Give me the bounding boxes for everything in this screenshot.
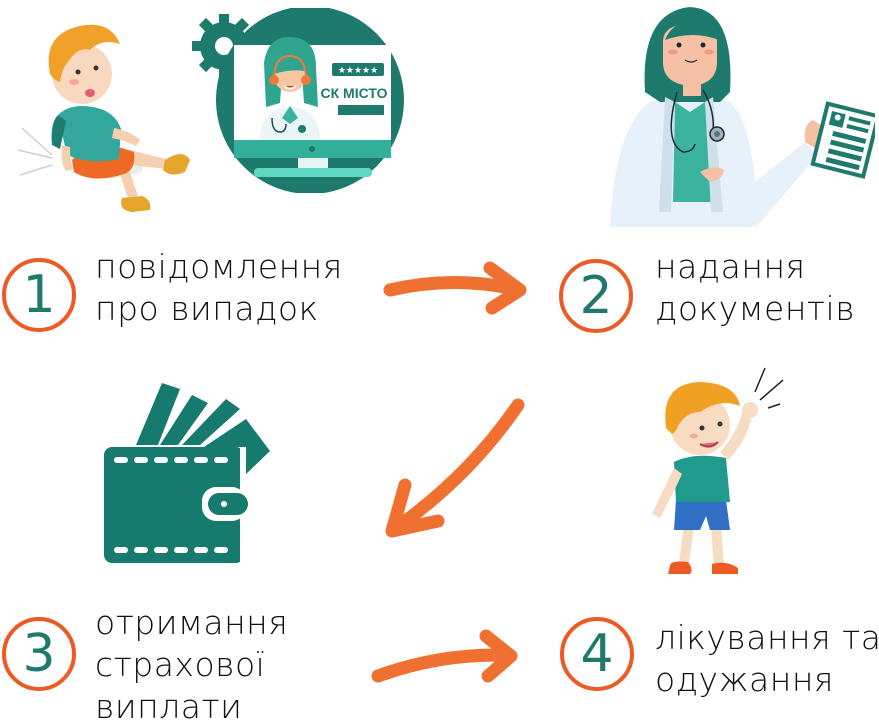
step-4-number: 4 [580, 624, 614, 684]
step-1-number: 1 [22, 265, 56, 325]
wallet-icon [100, 375, 275, 565]
step-1-number-badge: 1 [2, 258, 76, 332]
step-4-number-badge: 4 [560, 617, 634, 691]
arrow-right-icon [380, 258, 530, 318]
step-2-number: 2 [579, 266, 613, 326]
step-3-line-3: виплати [95, 687, 243, 726]
step-1-label: повідомлення про випадок [95, 246, 343, 330]
happy-boy-illustration [640, 360, 790, 580]
step-4-label: лікування та одужання [655, 617, 879, 701]
step-1-line-2: про випадок [95, 289, 319, 328]
step-2-number-badge: 2 [559, 259, 633, 333]
step-3-line-2: страхової [95, 645, 266, 684]
step-4-line-2: одужання [655, 660, 834, 699]
call-center-illustration: ★★★★★ СК МІСТО [192, 8, 412, 193]
arrow-down-left-icon [370, 385, 540, 545]
brand-label: СК МІСТО [321, 85, 388, 101]
arrow-right-icon-2 [368, 628, 520, 690]
falling-boy-illustration [10, 10, 195, 215]
step-2-line-2: документів [655, 289, 856, 328]
step-4-line-1: лікування та [655, 618, 879, 657]
step-1-line-1: повідомлення [95, 247, 343, 286]
step-3-line-1: отримання [95, 603, 289, 642]
rating-stars: ★★★★★ [338, 66, 378, 76]
step-2-line-1: надання [655, 247, 806, 286]
step-2-label: надання документів [655, 246, 855, 330]
step-3-number-badge: 3 [2, 617, 76, 691]
doctor-illustration [605, 2, 875, 230]
step-3-number: 3 [22, 624, 56, 684]
step-3-label: отримання страхової виплати [95, 602, 288, 728]
